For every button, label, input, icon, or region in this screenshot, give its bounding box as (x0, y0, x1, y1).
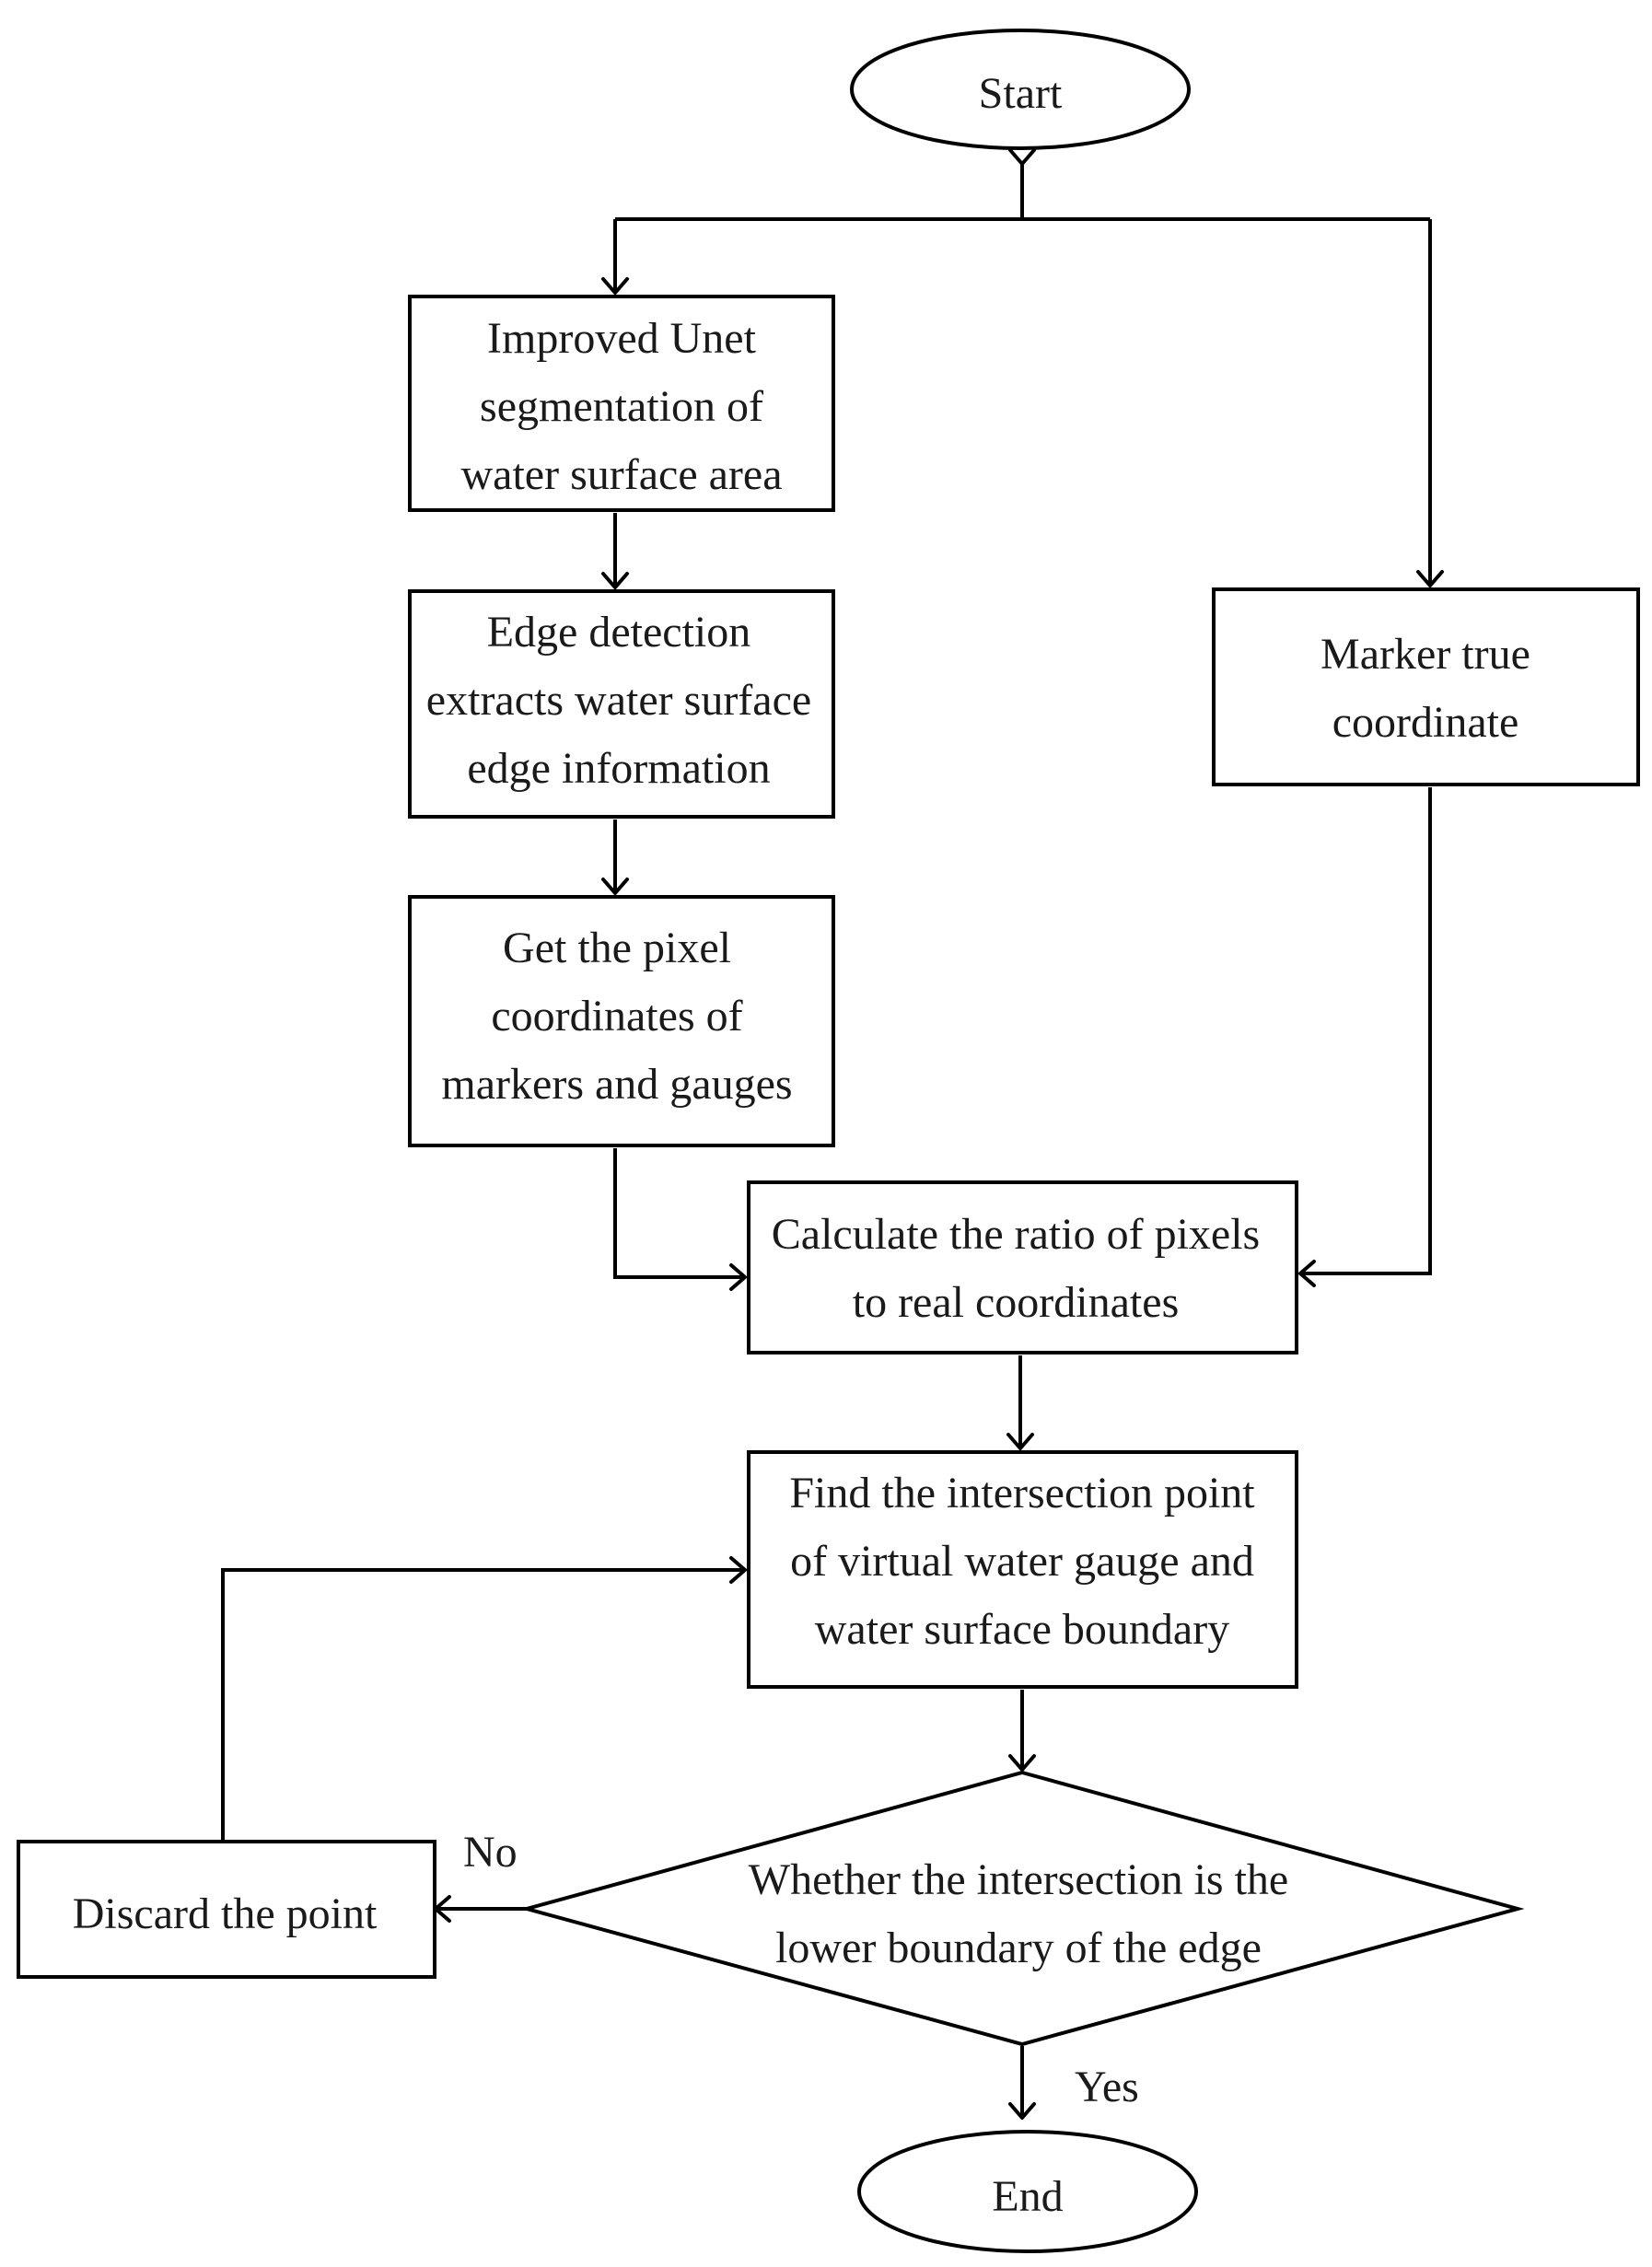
edge-detection-label-line-3: edge information (467, 744, 770, 793)
marker-true-label-line-2: coordinate (1332, 698, 1519, 747)
node-ratio: Calculate the ratio of pixels to real co… (747, 1180, 1298, 1354)
connectors (221, 164, 1432, 2118)
arrowhead-end (1008, 2102, 1036, 2120)
connector-marker-to-ratio (1300, 787, 1432, 1275)
end-terminal-shape (857, 2130, 1198, 2253)
ratio-label-line-2: to real coordinates (853, 1278, 1180, 1327)
arrowhead-edge (601, 572, 629, 589)
edge-detection-process-box (408, 589, 835, 819)
node-decision: Whether the intersection is the lower bo… (519, 1770, 1525, 2047)
intersection-label-line-2: of virtual water gauge and (790, 1537, 1254, 1586)
decision-label-line-2: lower boundary of the edge (775, 1924, 1262, 1972)
intersection-label-line-3: water surface boundary (815, 1605, 1229, 1654)
discard-process-box (17, 1840, 436, 1979)
connector-pixel-to-ratio (613, 1148, 745, 1279)
node-intersection: Find the intersection point of virtual w… (747, 1450, 1298, 1689)
ratio-process-box (747, 1180, 1298, 1354)
connector-discard-to-intersection (221, 1568, 745, 1842)
node-end: End (857, 2130, 1198, 2253)
start-terminal-shape (850, 29, 1191, 150)
node-edge-detection: Edge detection extracts water surface ed… (408, 589, 835, 819)
edge-label-no: No (463, 1828, 518, 1877)
pixel-coords-label-line-3: markers and gauges (441, 1060, 792, 1109)
arrowhead-loopback (729, 1556, 747, 1584)
arrowhead-pixel (601, 878, 629, 895)
arrowhead-ratio-right (1298, 1260, 1316, 1287)
intersection-label-line-1: Find the intersection point (789, 1469, 1255, 1517)
edge-label-yes: Yes (1075, 2063, 1139, 2111)
end-label: End (992, 2172, 1063, 2221)
unet-label-line-1: Improved Unet (487, 314, 757, 363)
edge-detection-label-line-2: extracts water surface (426, 676, 811, 725)
node-pixel-coords: Get the pixel coordinates of markers and… (408, 895, 835, 1147)
discard-label: Discard the point (73, 1889, 378, 1938)
intersection-process-box (747, 1450, 1298, 1689)
node-marker-true: Marker true coordinate (1212, 587, 1640, 786)
edge-detection-label-line-1: Edge detection (487, 608, 751, 657)
node-unet: Improved Unet segmentation of water surf… (408, 295, 835, 512)
arrowhead-intersection (1006, 1433, 1034, 1450)
pixel-coords-label-line-2: coordinates of (491, 992, 742, 1040)
marker-true-process-box (1212, 587, 1640, 786)
arrowheads (434, 148, 1444, 2120)
unet-process-box (408, 295, 835, 512)
decision-label-line-1: Whether the intersection is the (749, 1855, 1288, 1904)
arrowhead-marker (1416, 570, 1444, 587)
ratio-label-line-1: Calculate the ratio of pixels (772, 1210, 1260, 1259)
marker-true-label-line-1: Marker true (1320, 630, 1530, 679)
node-start: Start (850, 29, 1191, 150)
unet-label-line-2: segmentation of (480, 382, 763, 431)
pixel-coords-label-line-1: Get the pixel (503, 924, 731, 972)
arrowhead-unet (601, 277, 629, 295)
arrowhead-ratio-left (729, 1263, 747, 1291)
decision-diamond-shape (519, 1770, 1525, 2047)
arrowhead-decision (1008, 1754, 1036, 1772)
pixel-coords-process-box (408, 895, 835, 1147)
unet-label-line-3: water surface area (460, 450, 782, 499)
node-discard: Discard the point (17, 1840, 436, 1979)
start-label: Start (979, 69, 1063, 118)
arrowhead-start-split (1008, 148, 1036, 166)
